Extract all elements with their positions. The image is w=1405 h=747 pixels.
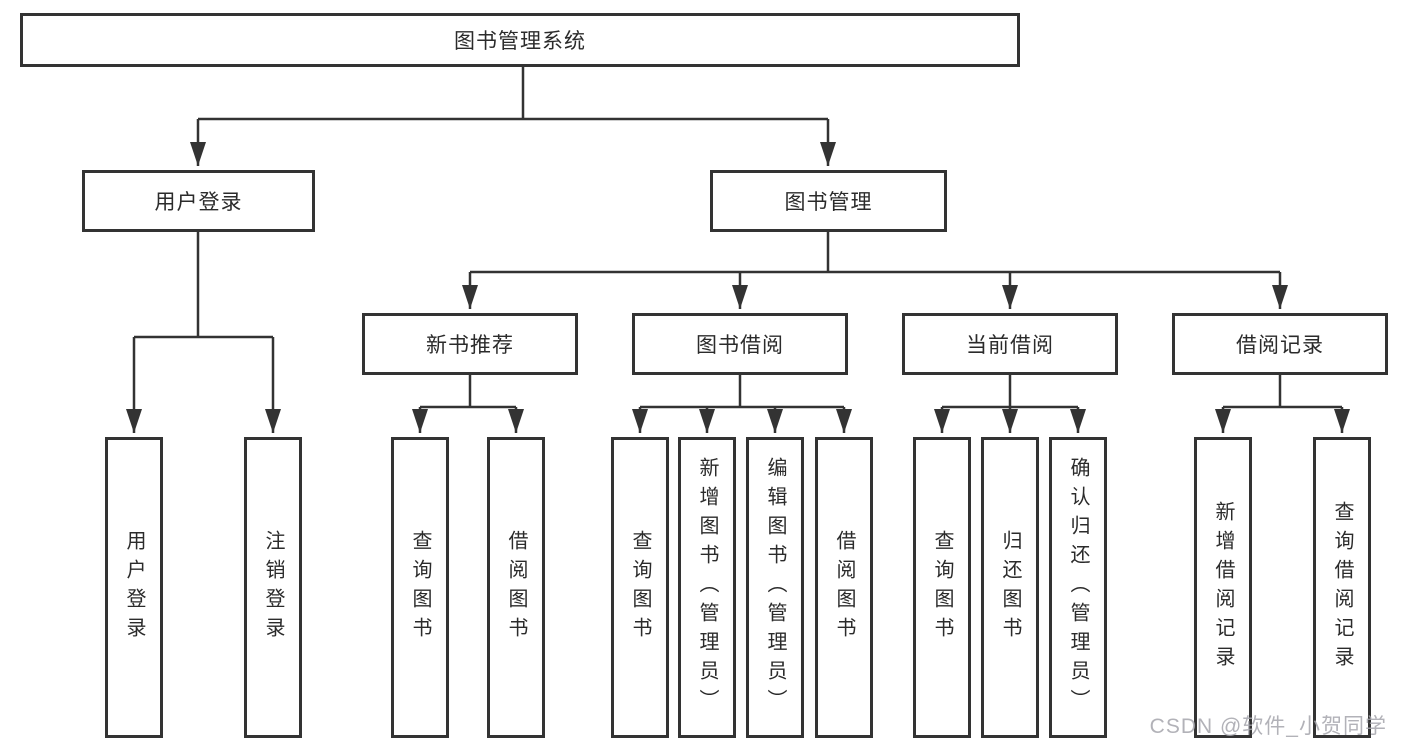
- node-borrowing-records: 借阅记录: [1172, 313, 1388, 375]
- leaf-confirm-return-admin: 确认归还（管理员）: [1049, 437, 1107, 738]
- leaf-label: 查询图书: [931, 529, 953, 646]
- leaf-label: 用户登录: [123, 529, 145, 646]
- node-label: 用户登录: [154, 191, 243, 214]
- leaf-label: 查询借阅记录: [1331, 500, 1353, 675]
- node-book-borrowing: 图书借阅: [632, 313, 848, 375]
- node-current-borrowing: 当前借阅: [902, 313, 1118, 375]
- connectors-book-borrow-to-leaves: [632, 375, 852, 433]
- node-user-login: 用户登录: [82, 170, 315, 232]
- node-library-management-system: 图书管理系统: [20, 13, 1020, 67]
- leaf-query-books-recommend: 查询图书: [391, 437, 449, 738]
- leaf-query-books-current: 查询图书: [913, 437, 971, 738]
- node-label: 新书推荐: [426, 334, 514, 357]
- connectors-root-to-level1: [190, 67, 836, 166]
- node-label: 借阅记录: [1236, 334, 1324, 357]
- csdn-watermark: CSDN @软件_小贺同学: [1149, 715, 1387, 738]
- leaf-borrow-books-recommend: 借阅图书: [487, 437, 545, 738]
- leaf-label: 归还图书: [999, 529, 1021, 646]
- leaf-label: 新增图书（管理员）: [696, 457, 718, 718]
- leaf-edit-books-admin: 编辑图书（管理员）: [746, 437, 804, 738]
- leaf-label: 新增借阅记录: [1212, 500, 1234, 675]
- connectors-user-login-to-leaves: [126, 232, 281, 433]
- node-label: 当前借阅: [966, 334, 1054, 357]
- leaf-label: 确认归还（管理员）: [1067, 457, 1089, 718]
- node-new-book-recommendation: 新书推荐: [362, 313, 578, 375]
- leaf-label: 查询图书: [629, 529, 651, 646]
- leaf-user-login: 用户登录: [105, 437, 163, 738]
- leaf-logout: 注销登录: [244, 437, 302, 738]
- leaf-add-borrow-record: 新增借阅记录: [1194, 437, 1252, 738]
- leaf-borrow-books: 借阅图书: [815, 437, 873, 738]
- node-label: 图书借阅: [696, 334, 784, 357]
- leaf-query-books-borrow: 查询图书: [611, 437, 669, 738]
- leaf-label: 编辑图书（管理员）: [764, 457, 786, 718]
- node-label: 图书管理: [784, 191, 873, 214]
- leaf-label: 查询图书: [409, 529, 431, 646]
- leaf-add-books-admin: 新增图书（管理员）: [678, 437, 736, 738]
- leaf-label: 借阅图书: [505, 529, 527, 646]
- leaf-query-borrow-record: 查询借阅记录: [1313, 437, 1371, 738]
- leaf-label: 注销登录: [262, 529, 284, 646]
- node-label: 图书管理系统: [454, 30, 586, 53]
- connectors-borrow-records-to-leaves: [1215, 375, 1350, 433]
- node-book-management: 图书管理: [710, 170, 947, 232]
- leaf-return-books: 归还图书: [981, 437, 1039, 738]
- connectors-new-books-to-leaves: [412, 375, 524, 433]
- leaf-label: 借阅图书: [833, 529, 855, 646]
- connectors-current-borrow-to-leaves: [934, 375, 1086, 433]
- connectors-book-management-to-level2: [462, 232, 1288, 309]
